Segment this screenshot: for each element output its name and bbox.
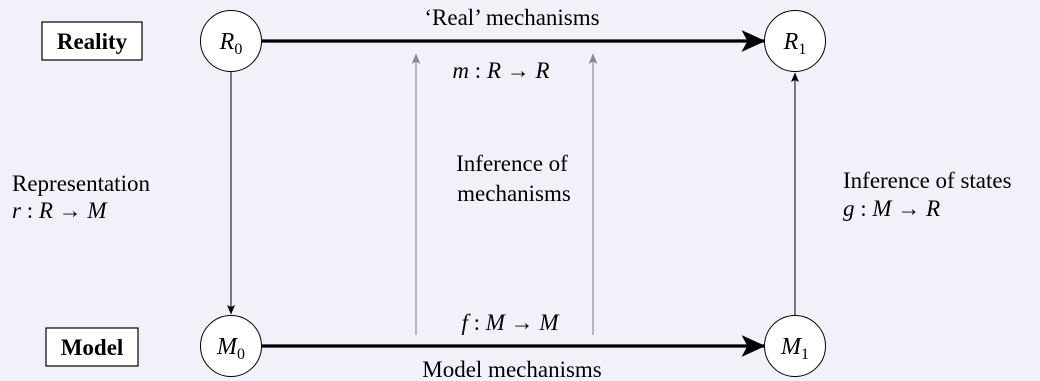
- node-r1: R1: [764, 10, 826, 72]
- svg-text:R0: R0: [219, 29, 243, 58]
- reality-label-box: Reality: [41, 21, 143, 61]
- svg-text:M0: M0: [216, 334, 245, 363]
- svg-text:R1: R1: [783, 29, 807, 58]
- node-r0: R0: [200, 10, 262, 72]
- model-label: Model: [61, 335, 124, 360]
- model-mechanisms-title: Model mechanisms: [422, 357, 602, 381]
- node-m1: M1: [764, 315, 826, 377]
- real-mechanisms-formula: m : R → R: [452, 58, 549, 83]
- representation-formula: r : R → M: [12, 198, 108, 223]
- model-mechanisms-formula: f : M → M: [461, 310, 560, 335]
- reality-label: Reality: [57, 29, 128, 54]
- model-label-box: Model: [45, 327, 139, 367]
- real-mechanisms-title: ‘Real’ mechanisms: [424, 5, 599, 30]
- inference-of-mechanisms-line2: mechanisms: [457, 181, 571, 206]
- node-m0: M0: [200, 315, 262, 377]
- svg-text:M1: M1: [780, 334, 809, 363]
- inference-of-states-formula: g : M → R: [843, 196, 940, 221]
- inference-of-mechanisms-line1: Inference of: [456, 151, 568, 176]
- inference-of-states-title: Inference of states: [843, 168, 1012, 193]
- representation-title: Representation: [12, 171, 150, 196]
